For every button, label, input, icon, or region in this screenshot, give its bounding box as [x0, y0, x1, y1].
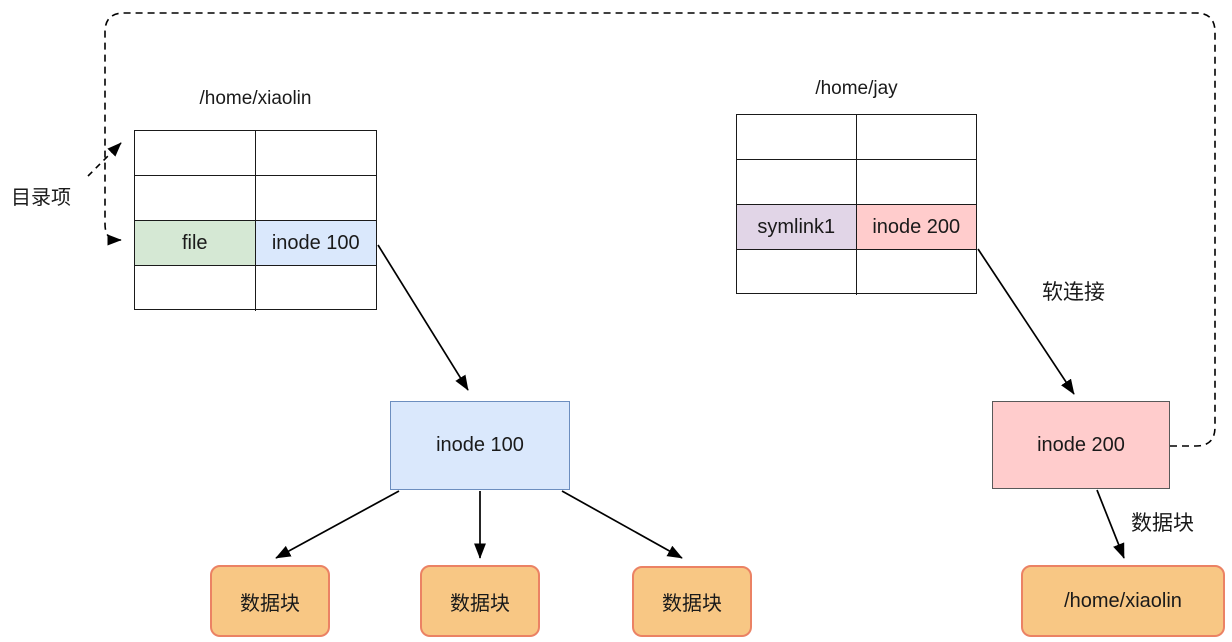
- inode100-box: inode 100: [390, 401, 570, 490]
- right-table-title: /home/jay: [815, 78, 898, 99]
- table-cell-empty: [856, 115, 976, 160]
- file-inode-cell: inode 100: [255, 221, 376, 266]
- arrow-inode100-cell-to-box: [377, 244, 469, 391]
- arrow-inode200-to-target: [1096, 489, 1125, 559]
- directory-table-jay: symlink1 inode 200: [736, 114, 977, 295]
- directory-table-xiaolin: file inode 100: [134, 130, 377, 311]
- table-cell-empty: [135, 176, 256, 221]
- directory-entry-label: 目录项: [11, 187, 71, 209]
- table-cell-empty: [857, 250, 977, 295]
- arrow-inode100-to-datablock-1: [275, 490, 400, 559]
- table-cell-empty: [255, 176, 376, 221]
- table-cell-empty: [256, 266, 377, 311]
- data-block-label: 数据块: [1131, 512, 1194, 535]
- table-cell-empty: [135, 131, 256, 176]
- inode200-box: inode 200: [992, 401, 1170, 489]
- table-cell-empty: [737, 160, 857, 205]
- table-cell-empty: [737, 250, 857, 295]
- soft-link-label: 软连接: [1042, 281, 1105, 304]
- arrow-inode200-cell-to-box: [977, 248, 1075, 395]
- symlink-name-cell: symlink1: [737, 205, 857, 250]
- symlink-inode-cell: inode 200: [856, 205, 976, 250]
- file-name-cell: file: [135, 221, 256, 266]
- table-cell-empty: [255, 131, 376, 176]
- data-block-node: 数据块: [210, 565, 330, 637]
- data-block-node: 数据块: [420, 565, 540, 637]
- table-cell-empty: [856, 160, 976, 205]
- symlink-target-path-node: /home/xiaolin: [1021, 565, 1225, 637]
- left-table-title: /home/xiaolin: [199, 88, 312, 109]
- table-cell-empty: [135, 266, 256, 311]
- directory-entry-annotation-arrow: [87, 142, 122, 177]
- data-block-node: 数据块: [632, 566, 752, 637]
- table-cell-empty: [737, 115, 857, 160]
- arrow-inode100-to-datablock-3: [561, 490, 683, 559]
